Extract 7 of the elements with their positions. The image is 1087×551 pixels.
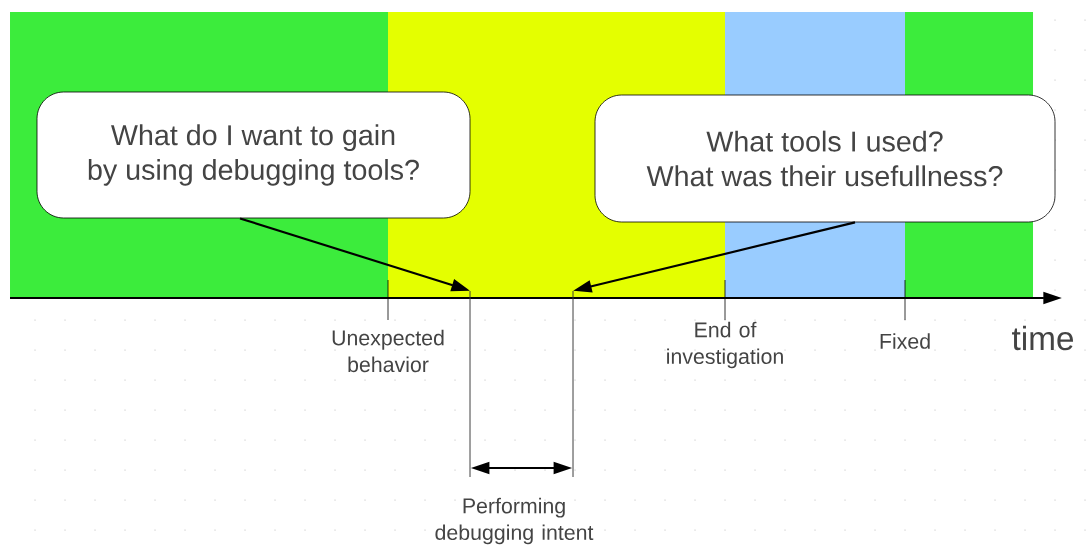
speech-bubble: What do I want to gain by using debugging tools? <box>36 91 471 219</box>
dimension-label: Performing debugging intent <box>435 497 594 545</box>
event-label: Unexpected behavior <box>332 329 444 373</box>
event-label: Fixed <box>880 333 930 349</box>
axis-label: time <box>1012 325 1073 351</box>
event-label: End of investigation <box>667 321 783 369</box>
speech-bubble: What tools I used? What was their usefullness? <box>594 94 1056 223</box>
